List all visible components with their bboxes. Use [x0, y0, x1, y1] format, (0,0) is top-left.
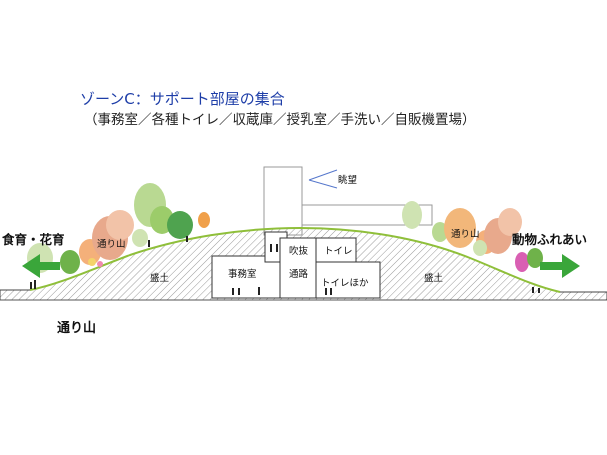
toilet-label: トイレ — [324, 246, 353, 257]
mound-label-left: 盛土 — [150, 273, 170, 284]
people-silhouettes — [30, 236, 540, 295]
office-label: 事務室 — [228, 269, 257, 280]
arrow-right-icon — [540, 254, 580, 278]
page-subtitle: （事務室／各種トイレ／収蔵庫／授乳室／手洗い／自販機置場） — [84, 112, 476, 128]
passage-label: 通路 — [289, 269, 309, 280]
toriyama-label-right: 通り山 — [451, 229, 480, 240]
left-destination-label: 食育・花育 — [2, 232, 65, 247]
toriyama-label-left: 通り山 — [97, 239, 126, 250]
void-label: 吹抜 — [289, 246, 309, 257]
page-title: ゾーンC：サポート部屋の集合 — [80, 90, 285, 108]
trees-right — [402, 201, 543, 272]
passage-room — [279, 237, 317, 299]
view-sightline — [308, 169, 338, 189]
right-destination-label: 動物ふれあい — [512, 232, 588, 247]
grass-line — [29, 226, 561, 293]
toilet-room — [315, 237, 357, 263]
view-label: 眺望 — [338, 175, 358, 186]
mound-label-right: 盛土 — [424, 273, 444, 284]
toilet-other-label: トイレほか — [321, 278, 369, 289]
arrow-left-icon — [22, 254, 60, 278]
trees-left — [27, 183, 210, 274]
bottom-caption: 通り山 — [57, 321, 97, 336]
